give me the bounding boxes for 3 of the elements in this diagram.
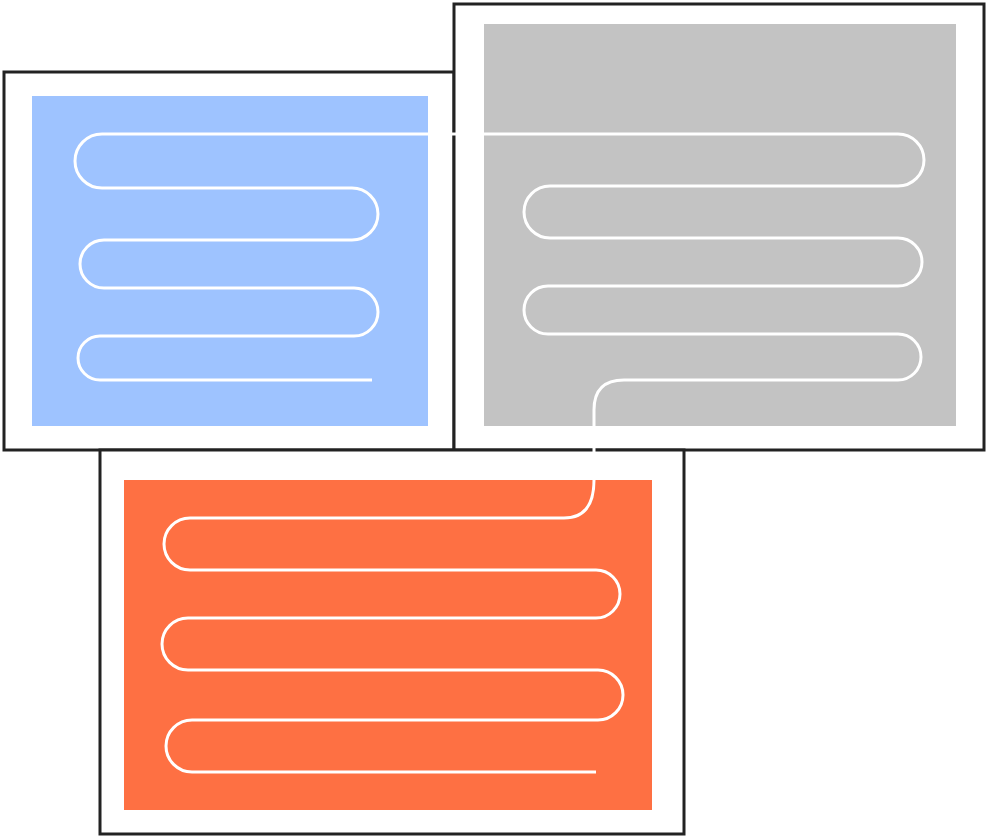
- panel: [32, 96, 428, 426]
- panel: [484, 24, 956, 426]
- panel: [124, 480, 652, 810]
